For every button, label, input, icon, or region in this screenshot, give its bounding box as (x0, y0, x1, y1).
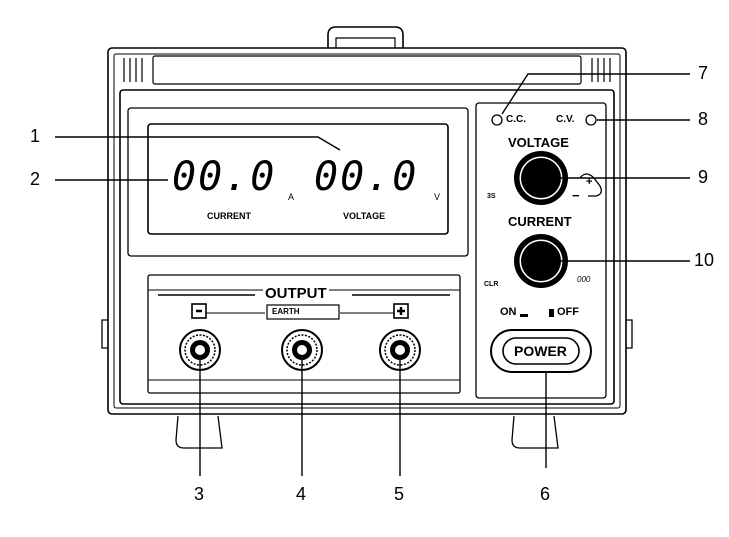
cv-led (585, 114, 597, 126)
callout-8: 8 (698, 109, 709, 129)
cabinet-outer (107, 47, 627, 415)
callout-5: 5 (394, 484, 405, 504)
current-unit: A (288, 192, 295, 202)
cc-label: C.C. (506, 114, 526, 125)
right-vent-slots (591, 58, 611, 82)
cv-label: C.V. (556, 114, 575, 125)
voltage-minus-label: − (572, 188, 580, 203)
front-panel (119, 89, 615, 405)
current-display-value: 00.0 (172, 154, 277, 200)
cc-led (491, 114, 503, 126)
callout-10: 10 (694, 250, 715, 270)
callout-4: 4 (296, 484, 307, 504)
display-window (147, 123, 449, 235)
voltage-plus-label: + (586, 176, 593, 188)
callout-lines (55, 73, 690, 476)
current-display-label: CURRENT (207, 211, 251, 221)
top-handle (327, 26, 404, 48)
callout-3: 3 (194, 484, 205, 504)
voltage-unit: V (434, 192, 441, 202)
hand-icon (579, 173, 602, 197)
earth-box (266, 304, 340, 320)
left-foot (175, 415, 223, 449)
terminal-plus[interactable] (379, 329, 421, 371)
earth-label: EARTH (272, 307, 300, 316)
voltage-knob[interactable] (514, 151, 568, 205)
voltage-display-value: 00.0 (314, 154, 419, 200)
current-knob[interactable] (514, 234, 568, 288)
on-label: ON (500, 306, 517, 318)
left-vent-slots (123, 58, 143, 82)
top-vent-strip (152, 55, 582, 85)
display-bezel (127, 107, 469, 257)
voltage-knob-sublabel: 3S (487, 193, 496, 200)
voltage-display-label: VOLTAGE (343, 211, 386, 221)
off-label: OFF (557, 306, 579, 318)
callout-6: 6 (540, 484, 551, 504)
callout-2: 2 (30, 169, 41, 189)
output-panel (147, 274, 461, 394)
callout-1: 1 (30, 126, 41, 146)
terminal-earth[interactable] (281, 329, 323, 371)
current-knob-label: CURRENT (508, 214, 572, 229)
power-button-inner (502, 337, 580, 365)
callout-9: 9 (698, 167, 709, 187)
power-button-label[interactable]: POWER (514, 343, 567, 359)
output-title: OUTPUT (263, 285, 329, 302)
current-knob-readout: 000 (577, 275, 591, 284)
control-panel (475, 102, 607, 399)
current-knob-sublabel: CLR (484, 281, 499, 288)
right-foot (511, 415, 559, 449)
voltage-knob-label: VOLTAGE (508, 135, 569, 150)
callout-7: 7 (698, 63, 709, 83)
